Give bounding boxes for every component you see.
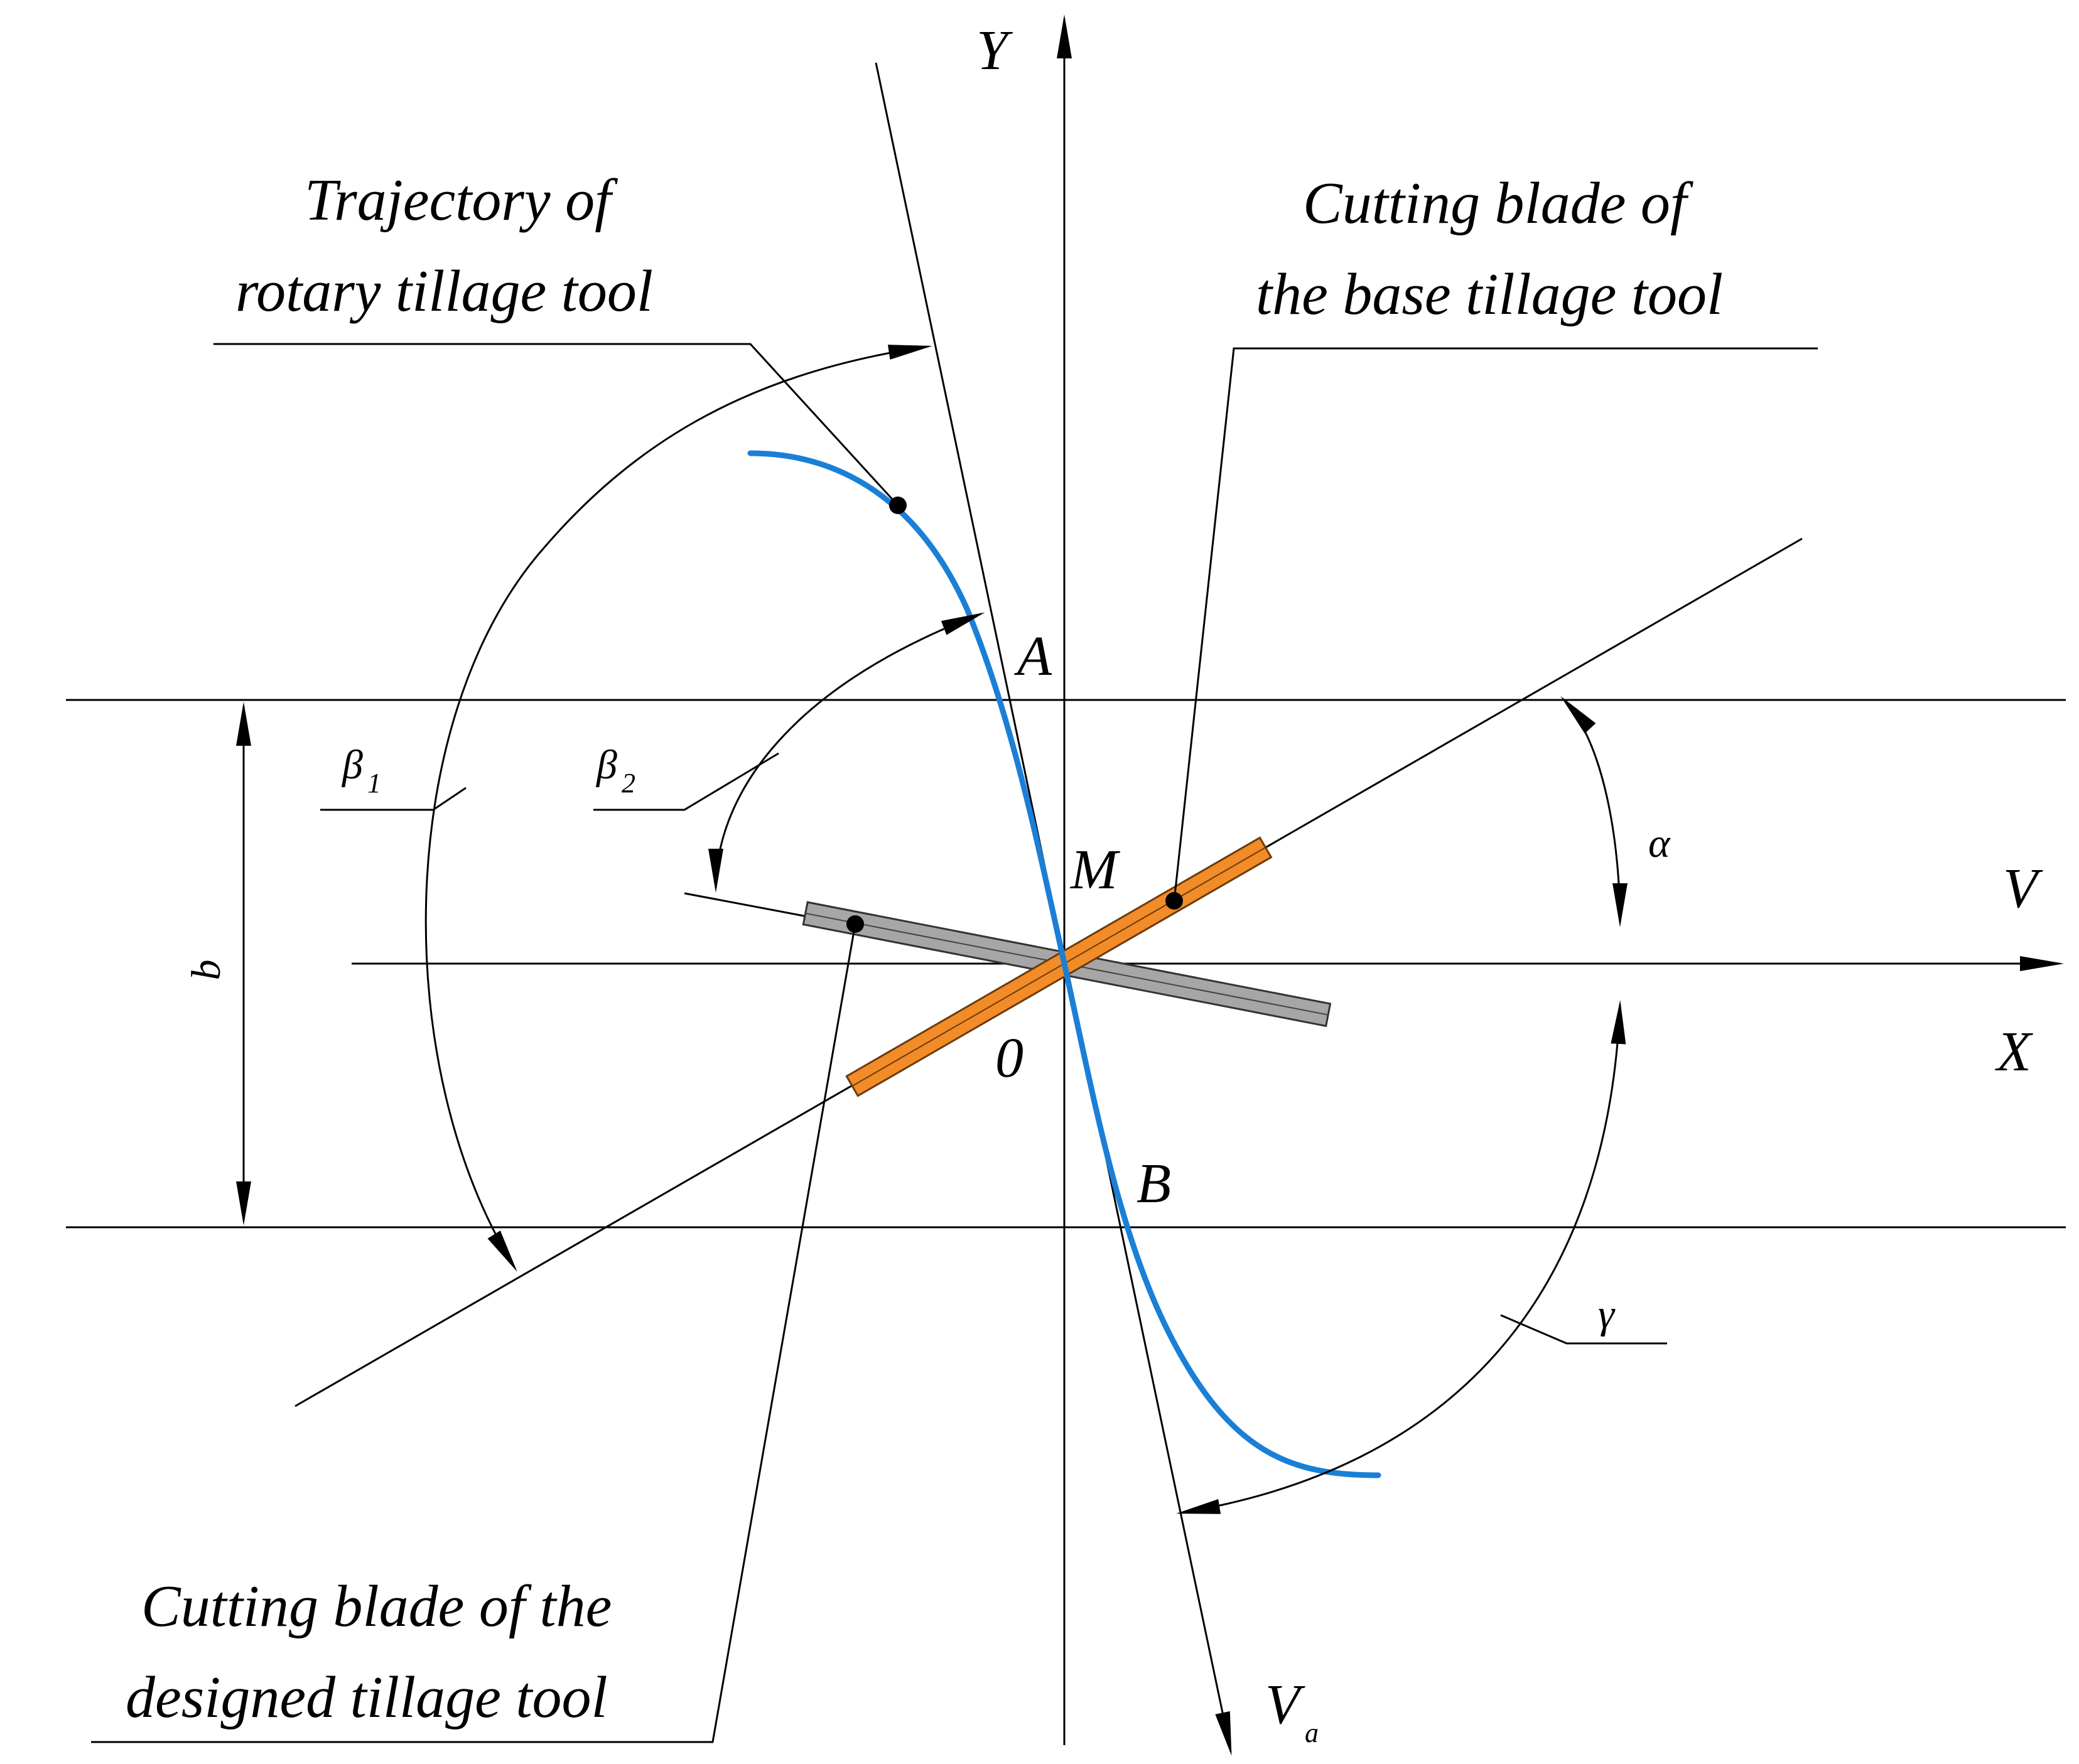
base-blade-leader <box>1173 347 1818 901</box>
alpha-arc-lower <box>1176 1000 1626 1514</box>
designed-blade-caption-line2: designed tillage tool <box>126 1665 608 1730</box>
beta1-arc <box>424 345 932 1272</box>
velocity-v-label: V <box>2003 858 2043 920</box>
trajectory-point <box>889 497 907 514</box>
base-blade-point <box>1165 892 1183 910</box>
trajectory-caption-line2: rotary tillage tool <box>235 259 653 324</box>
trajectory-caption-line1: Trajectory of <box>305 168 618 233</box>
base-blade-caption-line2: the base tillage tool <box>1256 262 1723 327</box>
designed-blade-caption-line1: Cutting blade of the <box>141 1574 612 1639</box>
base-blade <box>845 836 1273 1097</box>
beta1-leader <box>320 787 467 811</box>
point-b-label: B <box>1137 1153 1171 1215</box>
gamma-leader <box>1500 1314 1667 1345</box>
y-axis-label: Y <box>976 19 1013 82</box>
velocity-va-subscript: a <box>1305 1718 1319 1748</box>
gamma-label: γ <box>1598 1291 1616 1337</box>
beta1-label: β <box>341 742 363 788</box>
point-a-label: A <box>1014 625 1052 687</box>
designed-blade-point <box>846 915 864 933</box>
beta2-label: β <box>595 742 617 788</box>
beta1-subscript: 1 <box>367 768 381 799</box>
velocity-va-label: V <box>1265 1674 1305 1736</box>
point-m-label: M <box>1069 839 1121 901</box>
alpha-arc <box>1560 696 1628 927</box>
beta2-leader <box>593 752 779 811</box>
x-axis-label: X <box>1995 1021 2033 1083</box>
designed-blade-leader <box>91 923 856 1743</box>
origin-label: 0 <box>995 1027 1023 1089</box>
alpha-label: α <box>1648 820 1671 866</box>
base-blade-caption-line1: Cutting blade of <box>1303 171 1693 236</box>
beta2-arc <box>708 612 985 893</box>
width-b-label: b <box>183 960 229 981</box>
beta2-subscript: 2 <box>622 768 635 799</box>
trajectory-leader <box>213 343 899 507</box>
